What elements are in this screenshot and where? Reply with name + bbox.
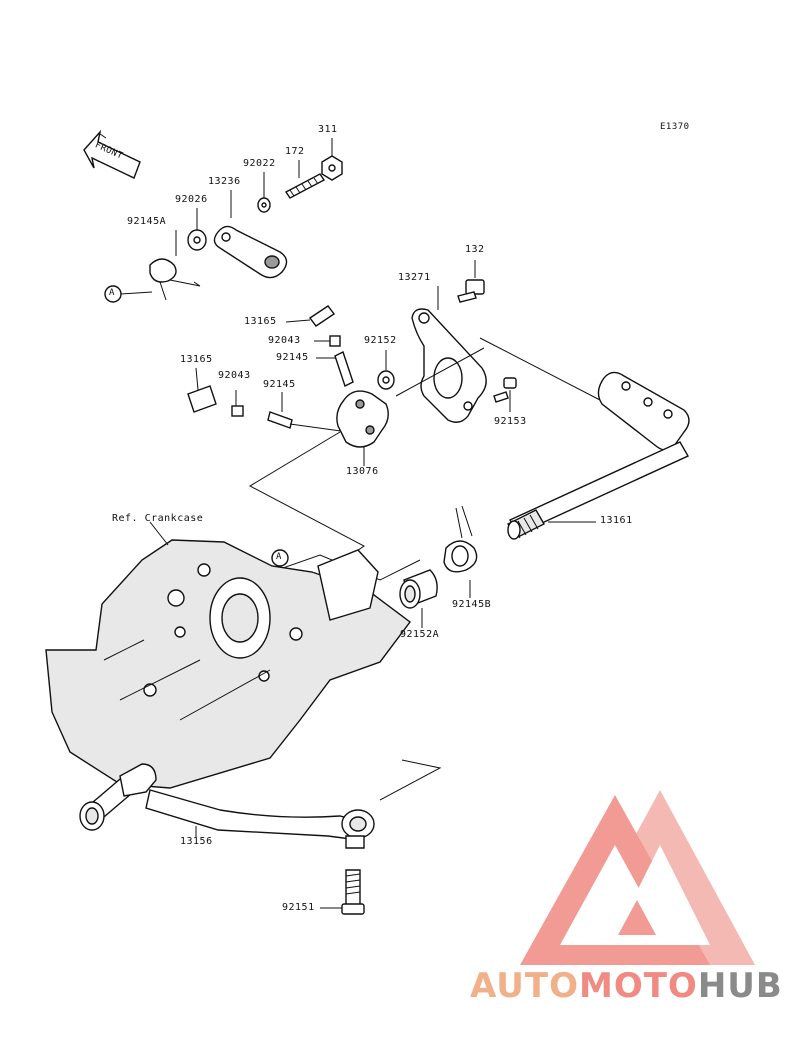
label-92152: 92152 <box>364 335 397 346</box>
watermark-logo <box>520 790 755 965</box>
label-92152a: 92152A <box>400 629 440 640</box>
label-92145-left: 92145 <box>263 379 296 390</box>
label-172: 172 <box>285 146 305 157</box>
label-92153: 92153 <box>494 416 527 427</box>
label-92145-top: 92145 <box>276 352 309 363</box>
label-13161: 13161 <box>600 515 633 526</box>
part-bolt-92151 <box>341 869 365 915</box>
part-spring-92145a <box>149 258 201 301</box>
part-washer-92026 <box>187 229 207 251</box>
label-13076: 13076 <box>346 466 379 477</box>
part-spring-172 <box>284 173 326 199</box>
label-311: 311 <box>318 124 338 135</box>
label-92145a: 92145A <box>127 216 167 227</box>
label-92022: 92022 <box>243 158 276 169</box>
label-13156: 13156 <box>180 836 213 847</box>
part-bush-92152a <box>399 569 438 609</box>
part-nut-311 <box>321 155 343 181</box>
part-pin-13165-top <box>308 305 336 327</box>
part-crankcase <box>45 539 411 789</box>
part-pedal-13156 <box>79 763 375 849</box>
part-spring-92145-left <box>267 411 293 429</box>
label-92145b: 92145B <box>452 599 492 610</box>
diagram-code: E1370 <box>660 122 690 132</box>
part-pin-92043-top <box>329 335 341 347</box>
label-92043-left: 92043 <box>218 370 251 381</box>
callout-a-label-bottom: A <box>276 552 282 562</box>
label-13236: 13236 <box>208 176 241 187</box>
callout-a-label-top: A <box>109 288 115 298</box>
part-bolt-132 <box>457 279 485 303</box>
callout-a-bottom <box>271 549 289 567</box>
part-washer-92022 <box>257 197 271 213</box>
part-shaft-13161 <box>507 371 690 540</box>
part-pin-13165-left <box>187 385 217 413</box>
label-132: 132 <box>465 244 485 255</box>
watermark-hub: HUB <box>697 966 783 1006</box>
front-arrow-icon <box>83 129 141 179</box>
label-13165-top: 13165 <box>244 316 277 327</box>
label-92043-top: 92043 <box>268 335 301 346</box>
part-bolt-92153 <box>493 377 517 403</box>
part-plate-13271 <box>411 308 487 423</box>
part-pin-92043-left <box>231 405 244 417</box>
label-13271: 13271 <box>398 272 431 283</box>
part-washer-92152 <box>377 370 395 390</box>
part-spring-92145-top <box>334 351 354 387</box>
watermark-text: AUTOMOTOHUB <box>470 966 783 1006</box>
watermark-auto: AUTO <box>470 966 579 1006</box>
label-92151: 92151 <box>282 902 315 913</box>
label-92026: 92026 <box>175 194 208 205</box>
watermark-moto: MOTO <box>578 966 698 1006</box>
label-13165-left: 13165 <box>180 354 213 365</box>
part-spring-92145b <box>443 505 478 573</box>
ref-crankcase-label: Ref. Crankcase <box>112 513 204 524</box>
part-ratchet-13076 <box>336 390 389 448</box>
part-lever-13236 <box>213 225 288 279</box>
